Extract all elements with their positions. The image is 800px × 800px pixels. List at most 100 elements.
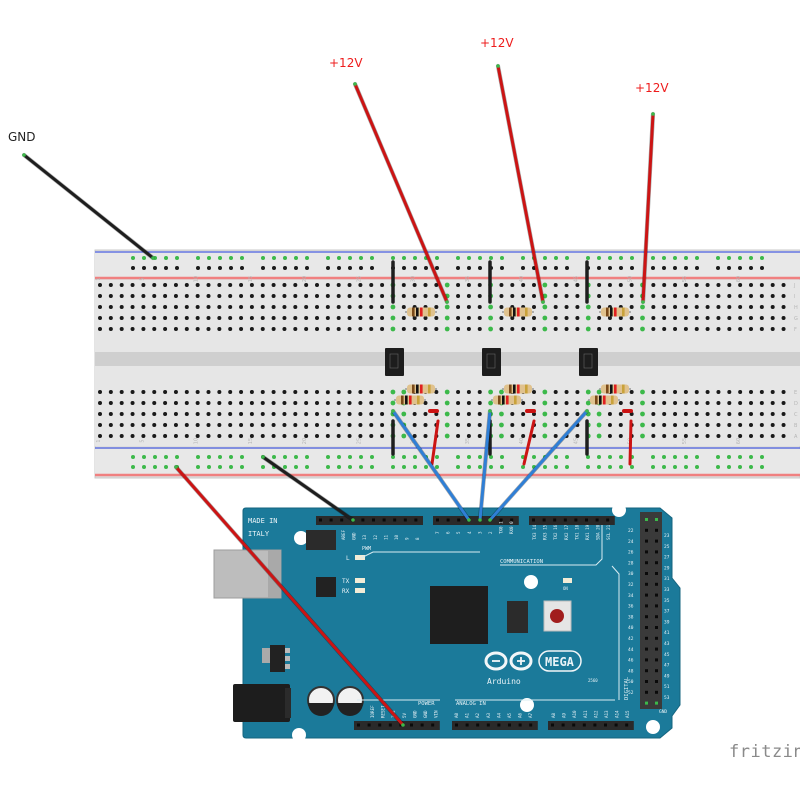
breadboard-hole[interactable] xyxy=(596,411,602,417)
header-pin[interactable] xyxy=(476,723,480,727)
breadboard-hole[interactable] xyxy=(749,305,753,309)
breadboard-hole[interactable] xyxy=(369,283,374,287)
wire-end[interactable] xyxy=(651,112,655,116)
breadboard-hole[interactable] xyxy=(781,294,786,298)
breadboard-hole[interactable] xyxy=(293,305,298,309)
breadboard-hole[interactable] xyxy=(336,327,341,331)
breadboard-hole[interactable] xyxy=(705,423,710,427)
header-pin[interactable] xyxy=(497,723,501,727)
breadboard-hole[interactable] xyxy=(130,305,135,309)
breadboard-hole[interactable] xyxy=(141,327,146,331)
header-pin[interactable] xyxy=(582,723,586,727)
rail-hole[interactable] xyxy=(749,465,753,469)
breadboard-hole[interactable] xyxy=(618,316,623,320)
breadboard-hole[interactable] xyxy=(770,327,775,331)
breadboard-hole[interactable] xyxy=(488,315,493,321)
breadboard-hole[interactable] xyxy=(217,327,222,331)
rail-hole[interactable] xyxy=(359,266,363,270)
breadboard-hole[interactable] xyxy=(315,390,319,394)
breadboard-hole[interactable] xyxy=(173,283,178,287)
rail-hole[interactable] xyxy=(456,455,460,459)
rail-hole[interactable] xyxy=(305,266,309,270)
breadboard-hole[interactable] xyxy=(163,401,168,405)
rail-hole[interactable] xyxy=(651,266,655,270)
breadboard-hole[interactable] xyxy=(521,327,526,331)
breadboard-hole[interactable] xyxy=(401,294,406,298)
breadboard-hole[interactable] xyxy=(532,305,536,309)
rail-hole[interactable] xyxy=(240,455,244,459)
signal-wire-2[interactable] xyxy=(477,408,493,523)
breadboard-hole[interactable] xyxy=(510,283,515,287)
breadboard-hole[interactable] xyxy=(325,294,330,298)
breadboard-hole[interactable] xyxy=(195,390,200,394)
header-pin[interactable] xyxy=(372,518,375,522)
header-pin[interactable] xyxy=(532,518,535,522)
rail-hole[interactable] xyxy=(348,266,352,270)
header-pin[interactable] xyxy=(645,690,648,694)
breadboard-hole[interactable] xyxy=(456,423,461,427)
breadboard-hole[interactable] xyxy=(119,305,124,309)
rail-hole[interactable] xyxy=(738,465,742,469)
breadboard-hole[interactable] xyxy=(173,390,178,394)
breadboard-hole[interactable] xyxy=(206,434,211,438)
breadboard-hole[interactable] xyxy=(369,434,374,438)
arduino-5v-wire[interactable] xyxy=(173,464,406,728)
breadboard-hole[interactable] xyxy=(434,327,439,331)
rail-hole[interactable] xyxy=(131,256,135,260)
arduino-gnd-wire[interactable] xyxy=(260,454,356,523)
breadboard-hole[interactable] xyxy=(282,305,287,309)
breadboard-hole[interactable] xyxy=(358,423,363,427)
header-pin[interactable] xyxy=(329,518,333,522)
breadboard-hole[interactable] xyxy=(206,327,211,331)
breadboard-hole[interactable] xyxy=(163,294,168,298)
breadboard-hole[interactable] xyxy=(195,401,200,405)
breadboard-hole[interactable] xyxy=(640,304,645,310)
breadboard-hole[interactable] xyxy=(553,305,558,309)
rail-hole[interactable] xyxy=(164,465,168,469)
header-pin[interactable] xyxy=(510,518,514,522)
rail-hole[interactable] xyxy=(554,455,558,459)
breadboard-hole[interactable] xyxy=(444,422,450,428)
gnd-wire[interactable] xyxy=(21,152,156,261)
breadboard-hole[interactable] xyxy=(521,283,526,287)
breadboard-hole[interactable] xyxy=(304,423,309,427)
breadboard-hole[interactable] xyxy=(293,401,298,405)
rail-hole[interactable] xyxy=(413,465,417,469)
wire-end[interactable] xyxy=(22,153,26,157)
breadboard-hole[interactable] xyxy=(705,390,710,394)
header-pin[interactable] xyxy=(645,658,648,662)
rail-hole[interactable] xyxy=(467,266,471,270)
breadboard-hole[interactable] xyxy=(239,434,244,438)
breadboard-hole[interactable] xyxy=(499,283,504,287)
breadboard-hole[interactable] xyxy=(249,401,254,405)
breadboard-hole[interactable] xyxy=(401,389,407,395)
rail-hole[interactable] xyxy=(261,465,265,469)
rail-hole[interactable] xyxy=(272,256,276,260)
breadboard-hole[interactable] xyxy=(228,412,233,416)
breadboard-hole[interactable] xyxy=(564,327,569,331)
breadboard-hole[interactable] xyxy=(119,327,124,331)
breadboard-hole[interactable] xyxy=(239,423,244,427)
breadboard-hole[interactable] xyxy=(423,327,428,331)
header-pin[interactable] xyxy=(645,647,648,651)
breadboard-hole[interactable] xyxy=(456,305,461,309)
breadboard-hole[interactable] xyxy=(770,434,775,438)
breadboard-hole[interactable] xyxy=(553,294,558,298)
rail-hole[interactable] xyxy=(337,256,341,260)
breadboard-hole[interactable] xyxy=(130,401,135,405)
breadboard-hole[interactable] xyxy=(564,423,569,427)
breadboard-hole[interactable] xyxy=(412,294,417,298)
breadboard-hole[interactable] xyxy=(434,401,439,405)
breadboard-hole[interactable] xyxy=(315,316,319,320)
rail-hole[interactable] xyxy=(597,455,601,459)
rail-hole[interactable] xyxy=(348,465,352,469)
breadboard-hole[interactable] xyxy=(705,412,710,416)
breadboard-hole[interactable] xyxy=(336,412,341,416)
rail-hole[interactable] xyxy=(229,256,233,260)
breadboard-hole[interactable] xyxy=(553,390,558,394)
breadboard-hole[interactable] xyxy=(651,316,656,320)
header-pin[interactable] xyxy=(393,518,397,522)
rail-hole[interactable] xyxy=(738,266,742,270)
rail-hole[interactable] xyxy=(294,266,298,270)
breadboard-hole[interactable] xyxy=(444,400,450,406)
